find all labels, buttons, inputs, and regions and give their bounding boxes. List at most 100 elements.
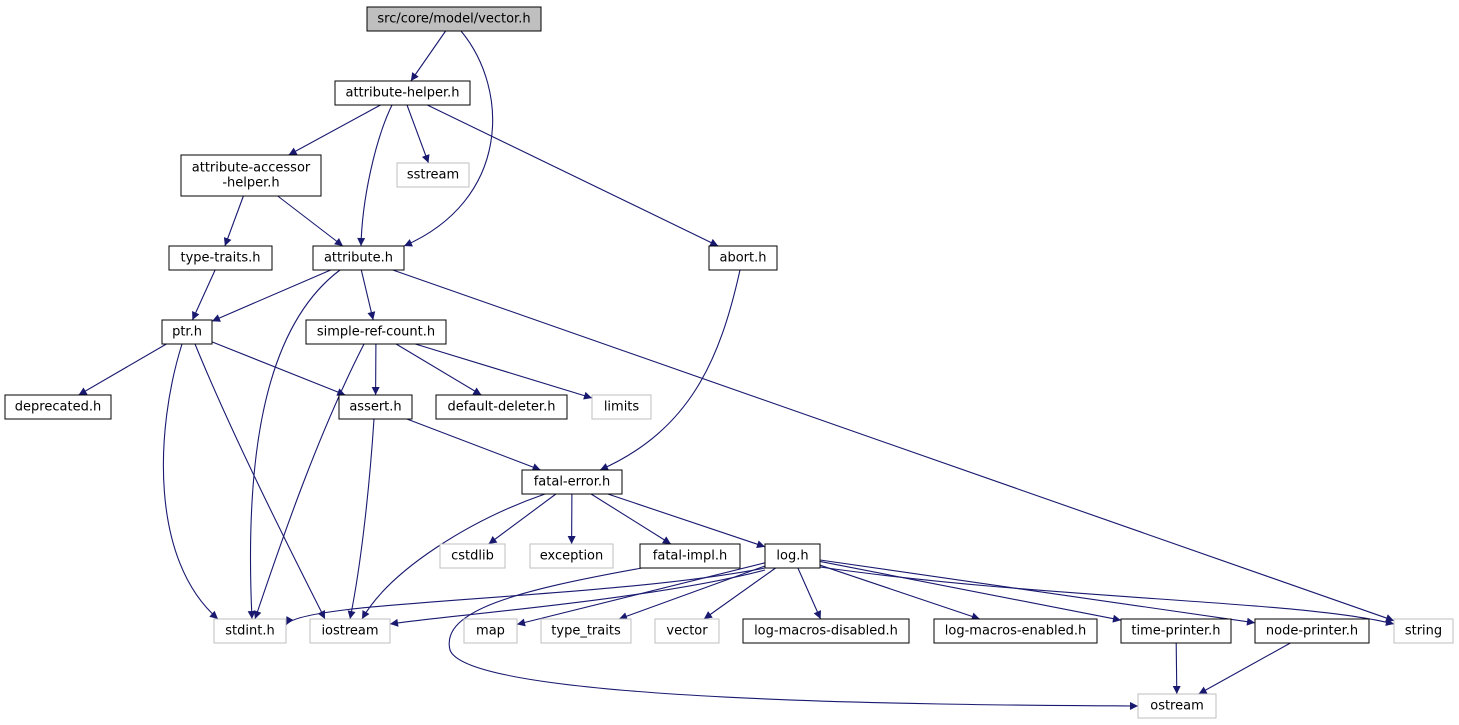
edge-ptr-to-deprecated [78, 343, 167, 396]
edge-log-to-log-enabled [819, 564, 980, 621]
edge-attribute-to-string [392, 269, 1395, 622]
node-label: type-traits.h [181, 251, 261, 266]
node-box [742, 618, 910, 644]
edge-ptr-to-assert [211, 341, 346, 396]
node-label: map [476, 624, 505, 639]
node-log[interactable]: log.h [764, 543, 821, 569]
edge-attribute-helper-to-sstream [406, 104, 430, 164]
node-label: deprecated.h [15, 400, 101, 415]
node-accessor-helper[interactable]: attribute-accessor-helper.h [180, 154, 322, 197]
edge-ptr-to-iostream [194, 343, 326, 620]
node-box [540, 618, 632, 644]
node-box [312, 245, 405, 271]
node-box [591, 394, 652, 420]
node-string: string [1393, 618, 1454, 644]
node-label: log-macros-disabled.h [754, 624, 898, 639]
node-log-disabled[interactable]: log-macros-disabled.h [742, 618, 910, 644]
edge-log-to-iostream [389, 569, 766, 627]
node-limits: limits [591, 394, 652, 420]
edge-fatal-error-to-fatal-impl [590, 493, 672, 545]
edge-vector-to-attribute-helper [410, 30, 447, 82]
node-box [654, 618, 720, 644]
node-ostream: ostream [1137, 693, 1217, 719]
node-box [439, 543, 506, 569]
edge-log-to-log-disabled [797, 567, 822, 620]
node-label: fatal-error.h [534, 475, 611, 490]
node-label: string [1405, 624, 1442, 639]
node-box [180, 154, 322, 197]
node-label: limits [604, 400, 640, 415]
node-box [168, 245, 273, 271]
edge-vector-to-attribute [403, 30, 494, 247]
edge-attribute-to-stdint [247, 269, 341, 620]
node-label: stdint.h [225, 624, 274, 639]
node-ptr[interactable]: ptr.h [161, 319, 213, 345]
node-box [366, 6, 542, 32]
node-map: map [463, 618, 518, 644]
edge-time-printer-to-ostream [1172, 642, 1181, 695]
node-label: sstream [407, 168, 459, 183]
edge-fatal-impl-to-ostream [448, 567, 1139, 710]
node-attribute[interactable]: attribute.h [312, 245, 405, 271]
node-box [1393, 618, 1454, 644]
node-abort[interactable]: abort.h [708, 245, 778, 271]
node-label: log-macros-enabled.h [945, 624, 1086, 639]
node-cstdlib: cstdlib [439, 543, 506, 569]
node-label: -helper.h [222, 176, 279, 191]
node-label: cstdlib [451, 549, 494, 564]
node-box [4, 394, 112, 420]
nodes-layer: src/core/model/vector.h attribute-helper.… [4, 6, 1454, 719]
edge-log-to-node-printer [819, 559, 1256, 626]
node-vector-sys: vector [654, 618, 720, 644]
node-box [161, 319, 213, 345]
node-type-traits-h[interactable]: type-traits.h [168, 245, 273, 271]
node-label: attribute-accessor [192, 161, 311, 176]
node-box [463, 618, 518, 644]
node-label: ptr.h [172, 325, 202, 340]
node-box [933, 618, 1098, 644]
edge-fatal-error-to-log [607, 493, 766, 549]
edge-type-traits-h-to-ptr [191, 269, 216, 321]
node-stdint: stdint.h [213, 618, 287, 644]
node-box [529, 543, 614, 569]
edge-log-to-vector-sys [703, 567, 776, 620]
node-sstream: sstream [396, 162, 470, 188]
node-box [334, 80, 471, 106]
node-deprecated[interactable]: deprecated.h [4, 394, 112, 420]
node-vector[interactable]: src/core/model/vector.h [366, 6, 542, 32]
node-box [1120, 618, 1232, 644]
node-box [1254, 618, 1370, 644]
node-default-deleter[interactable]: default-deleter.h [435, 394, 568, 420]
node-label: attribute-helper.h [345, 86, 459, 101]
node-label: abort.h [720, 251, 767, 266]
node-label: simple-ref-count.h [317, 325, 435, 340]
node-fatal-impl[interactable]: fatal-impl.h [639, 543, 741, 569]
node-label: type_traits [551, 624, 621, 639]
node-fatal-error[interactable]: fatal-error.h [521, 469, 623, 495]
node-iostream: iostream [309, 618, 391, 644]
edge-attribute-to-simple-ref-count [360, 269, 376, 321]
edge-accessor-helper-to-type-traits-h [223, 195, 244, 247]
node-box [639, 543, 741, 569]
node-label: exception [540, 549, 604, 564]
node-box [396, 162, 470, 188]
node-node-printer[interactable]: node-printer.h [1254, 618, 1370, 644]
node-label: node-printer.h [1266, 624, 1358, 639]
edge-fatal-error-to-cstdlib [488, 493, 557, 545]
node-time-printer[interactable]: time-printer.h [1120, 618, 1232, 644]
node-attribute-helper[interactable]: attribute-helper.h [334, 80, 471, 106]
node-label: src/core/model/vector.h [377, 12, 530, 27]
edge-log-to-stdint [285, 567, 766, 626]
node-assert[interactable]: assert.h [338, 394, 413, 420]
node-label: vector [666, 624, 708, 639]
node-label: attribute.h [324, 251, 393, 266]
edge-log-to-map [516, 562, 766, 627]
node-box [764, 543, 821, 569]
node-exception: exception [529, 543, 614, 569]
edge-log-to-type-traits [618, 565, 766, 621]
node-box [213, 618, 287, 644]
node-label: time-printer.h [1131, 624, 1220, 639]
node-simple-ref-count[interactable]: simple-ref-count.h [305, 319, 447, 345]
node-log-enabled[interactable]: log-macros-enabled.h [933, 618, 1098, 644]
